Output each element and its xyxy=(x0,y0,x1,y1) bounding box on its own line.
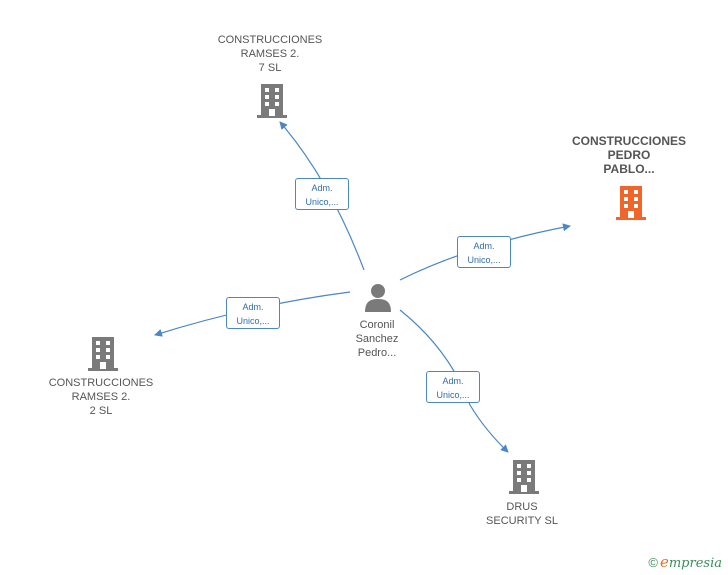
building-icon[interactable] xyxy=(257,84,287,118)
building-icon[interactable] xyxy=(509,460,539,494)
edge-label-ramses2[interactable]: Adm. Unico,... xyxy=(226,297,280,329)
node-label-ramses7[interactable]: CONSTRUCCIONES RAMSES 2. 7 SL xyxy=(217,34,323,74)
edge-label-ramses7[interactable]: Adm. Unico,... xyxy=(295,178,349,210)
brand-logo: ©empresia xyxy=(648,553,722,571)
edge-label-drus[interactable]: Adm. Unico,... xyxy=(426,371,480,403)
node-label-ramses2[interactable]: CONSTRUCCIONES RAMSES 2. 2 SL xyxy=(48,377,154,417)
edge-label-pedropablo[interactable]: Adm. Unico,... xyxy=(457,236,511,268)
node-label-center[interactable]: Coronil Sanchez Pedro... xyxy=(355,319,399,359)
brand-name: mpresia xyxy=(668,556,722,571)
copyright-symbol: © xyxy=(648,555,658,570)
building-icon[interactable] xyxy=(616,186,646,220)
node-label-pedropablo[interactable]: CONSTRUCCIONES PEDRO PABLO... xyxy=(571,134,687,176)
node-label-drus[interactable]: DRUS SECURITY SL xyxy=(486,501,558,527)
person-icon[interactable] xyxy=(363,282,393,312)
brand-initial: e xyxy=(659,553,669,571)
building-icon[interactable] xyxy=(88,337,118,371)
